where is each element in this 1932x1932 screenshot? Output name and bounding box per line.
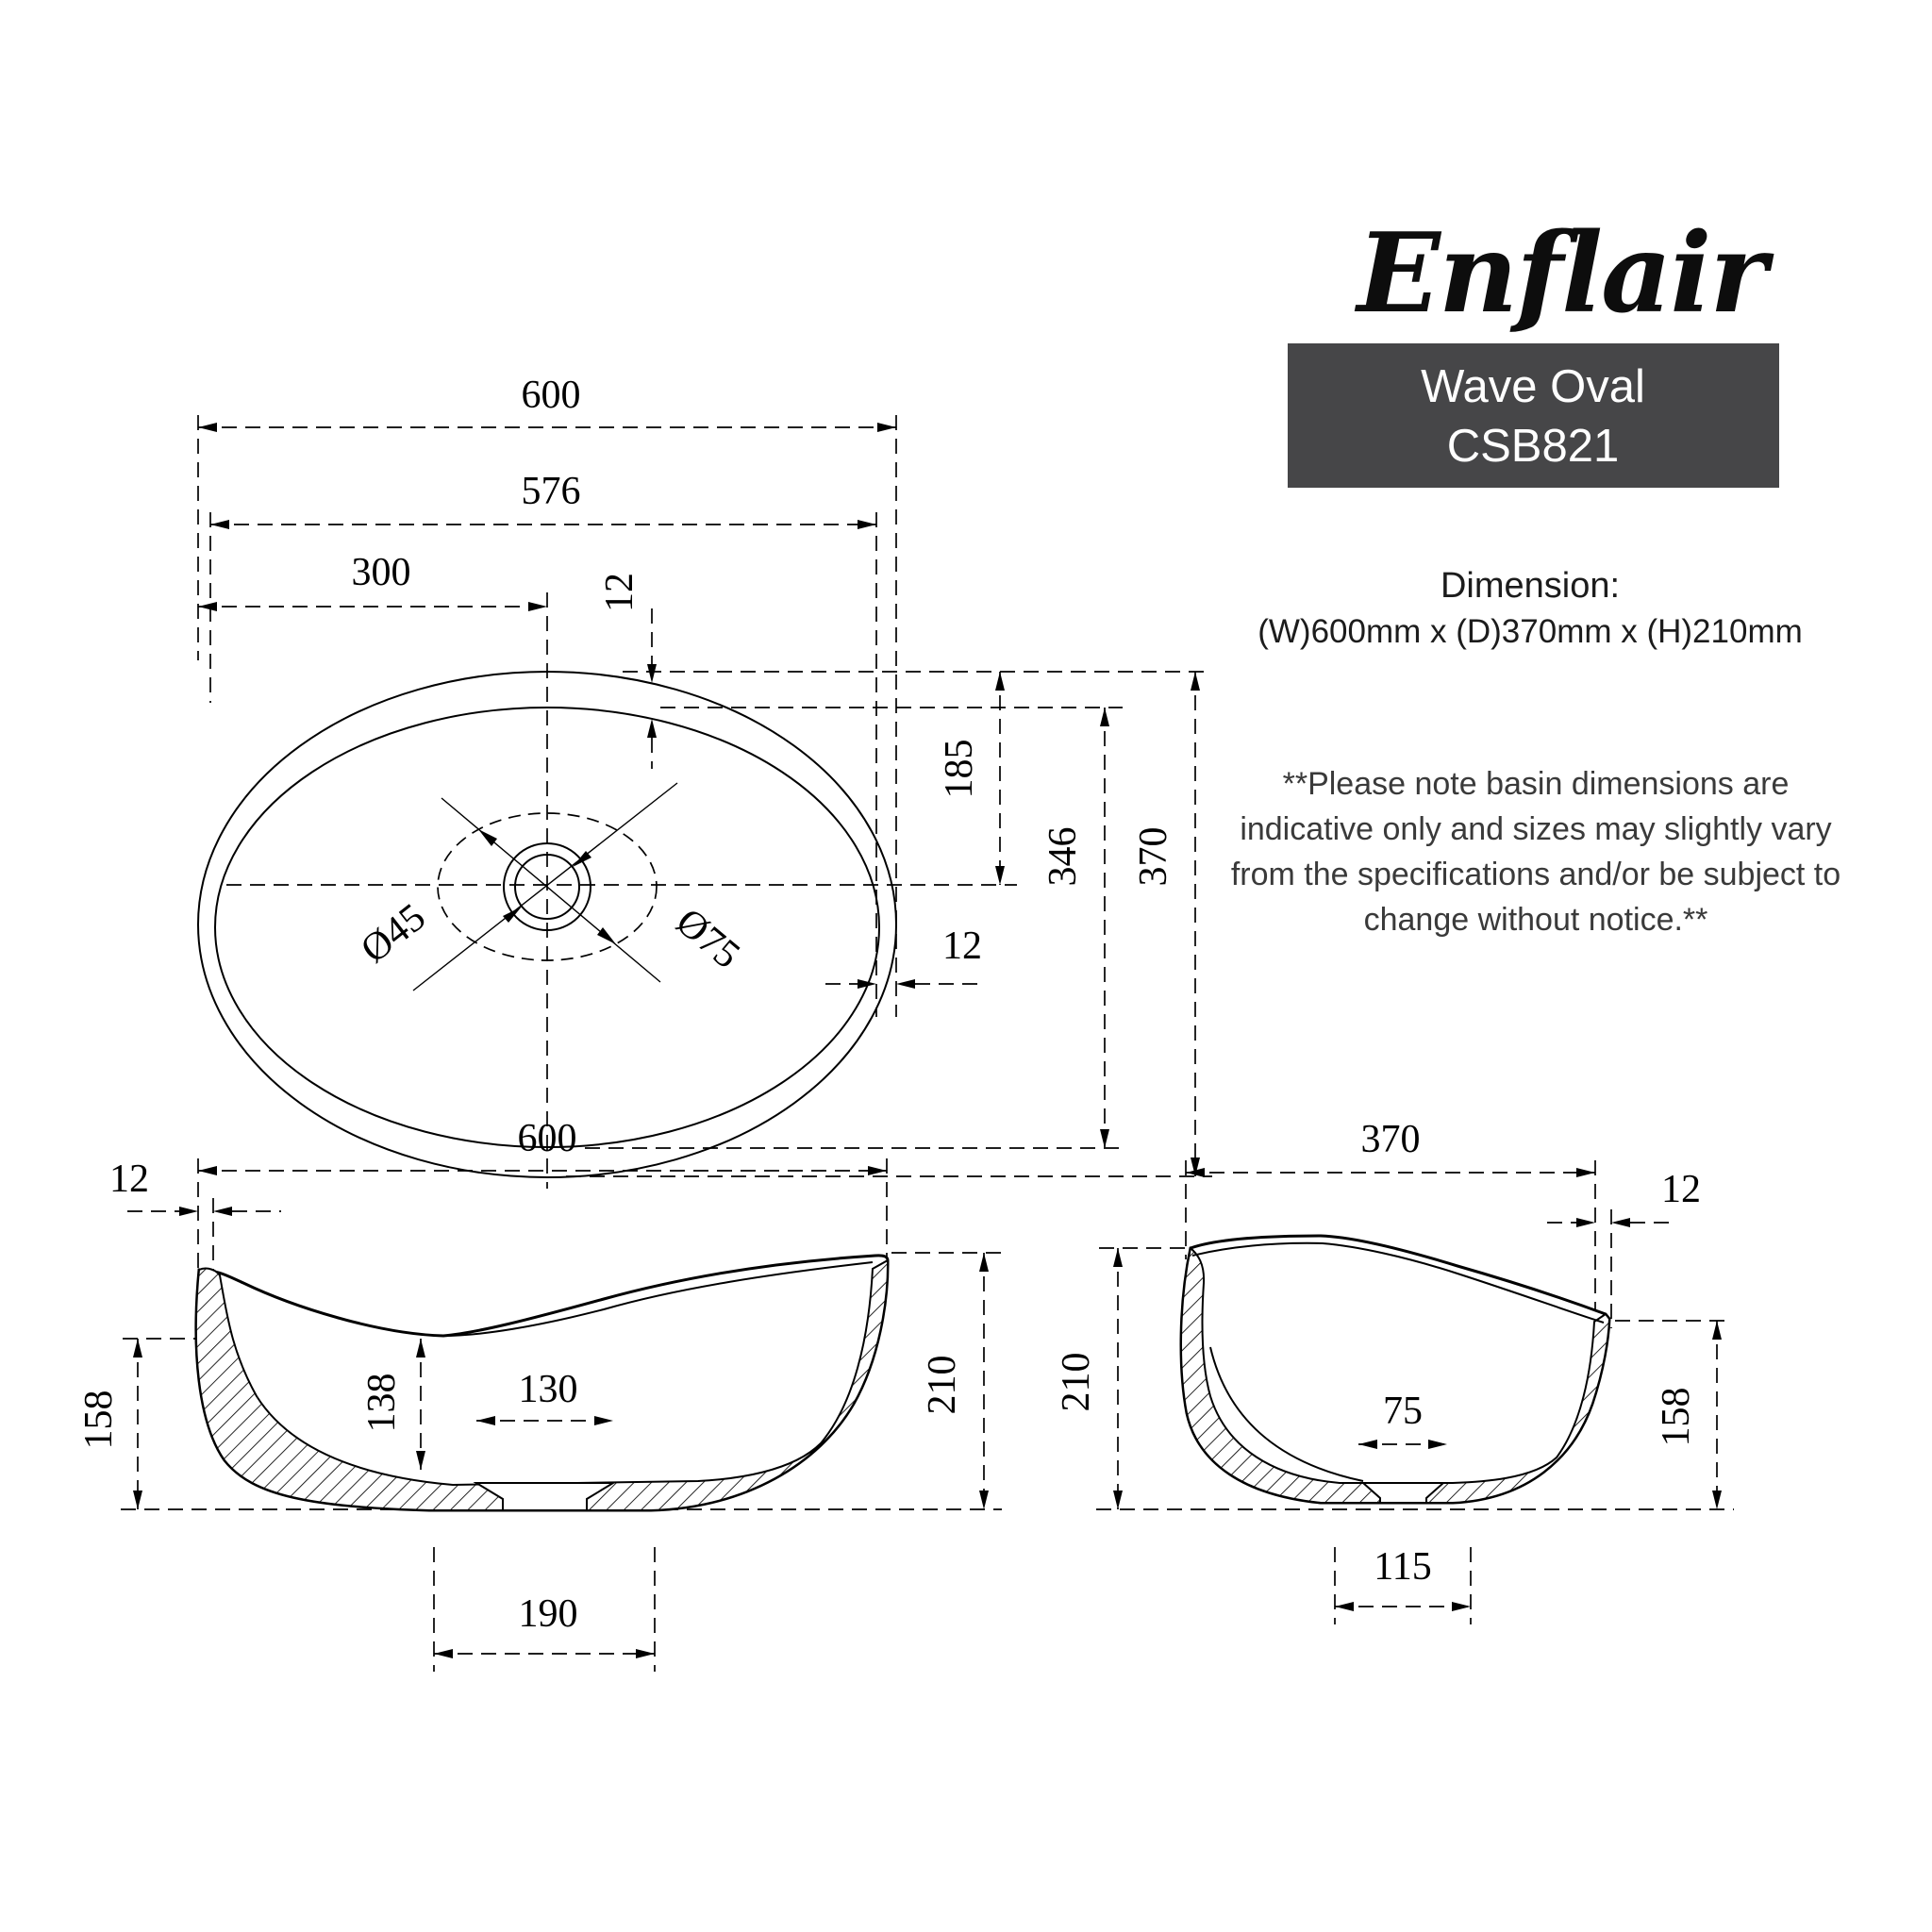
notes: Dimension: (W)600mm x (D)370mm x (H)210m… — [1231, 566, 1840, 938]
dim-front-recess-width: 130 — [519, 1368, 578, 1411]
dim-side-base-width: 115 — [1374, 1545, 1431, 1589]
top-view-arrowheads — [198, 423, 1200, 1176]
front-view-dimension-lines — [127, 1170, 985, 1655]
front-drain-recess — [473, 1482, 617, 1511]
dim-overall-depth: 370 — [1132, 827, 1175, 887]
dim-front-inner-depth: 138 — [360, 1374, 404, 1433]
dim-rim-thickness-side: 12 — [942, 924, 982, 968]
dim-side-recess-width: 75 — [1383, 1390, 1423, 1433]
side-inner-bowl-line — [1209, 1346, 1364, 1482]
side-rim-inner-line — [1191, 1241, 1605, 1324]
disclaimer-line-3: from the specifications and/or be subjec… — [1231, 857, 1840, 892]
title-block-box — [1288, 343, 1779, 488]
top-view-dimension-lines — [198, 426, 1196, 1176]
dim-center-offset: 300 — [352, 551, 411, 594]
dim-inner-rim-width: 576 — [522, 470, 581, 513]
spec-heading: Dimension: — [1441, 566, 1620, 606]
disclaimer-line-2: indicative only and sizes may slightly v… — [1240, 811, 1831, 847]
dim-side-front-height: 158 — [1655, 1388, 1698, 1447]
dim-front-base-width: 190 — [519, 1592, 578, 1636]
dim-drain-hole: Ø45 — [353, 895, 433, 972]
disclaimer-line-1: **Please note basin dimensions are — [1283, 766, 1790, 802]
dim-side-wall-thickness: 12 — [1661, 1168, 1701, 1211]
drain-recess-dashed — [437, 812, 658, 961]
dim-half-depth: 185 — [938, 740, 981, 799]
side-drain-recess — [1360, 1482, 1446, 1504]
front-wall-section-hatch — [194, 1258, 889, 1511]
spec-dimensions: (W)600mm x (D)370mm x (H)210mm — [1257, 613, 1803, 650]
dim-overall-width: 600 — [522, 374, 581, 417]
dim-front-wall-thickness: 12 — [109, 1158, 149, 1201]
product-name: Wave Oval — [1421, 361, 1645, 412]
side-wall-section-hatch — [1180, 1246, 1611, 1504]
side-view: 370 12 210 158 75 115 — [1055, 1118, 1734, 1624]
disclaimer-line-4: change without notice.** — [1364, 902, 1708, 938]
top-view: 600 576 300 12 185 346 370 12 Ø45 Ø75 — [197, 374, 1212, 1189]
brand-logo: Enflair — [1354, 209, 1774, 338]
dim-rim-thickness-top: 12 — [598, 573, 641, 612]
front-view: 600 12 158 138 130 210 190 — [77, 1117, 1002, 1672]
drain-diameter-leader-lines — [412, 782, 678, 991]
basin-outer-rim — [197, 671, 897, 1178]
product-code: CSB821 — [1447, 421, 1620, 472]
top-view-extension-lines — [197, 415, 1212, 1189]
branding: Enflair Wave Oval CSB821 — [1288, 209, 1779, 488]
dim-drain-recess: Ø75 — [668, 900, 748, 977]
dim-side-overall-height: 210 — [1055, 1353, 1098, 1412]
dim-front-overall-width: 600 — [518, 1117, 577, 1160]
dim-front-height-158: 158 — [77, 1391, 121, 1450]
side-view-extension-lines — [1096, 1160, 1734, 1624]
dim-inner-depth: 346 — [1041, 827, 1085, 887]
drain-flange — [503, 842, 591, 931]
drain-hole — [514, 854, 580, 920]
basin-inner-rim — [214, 707, 880, 1148]
dim-side-overall-depth: 370 — [1361, 1118, 1421, 1161]
side-view-dimension-lines — [1117, 1172, 1718, 1607]
dim-front-overall-height: 210 — [921, 1356, 964, 1415]
front-rim-inner-line — [442, 1261, 874, 1337]
